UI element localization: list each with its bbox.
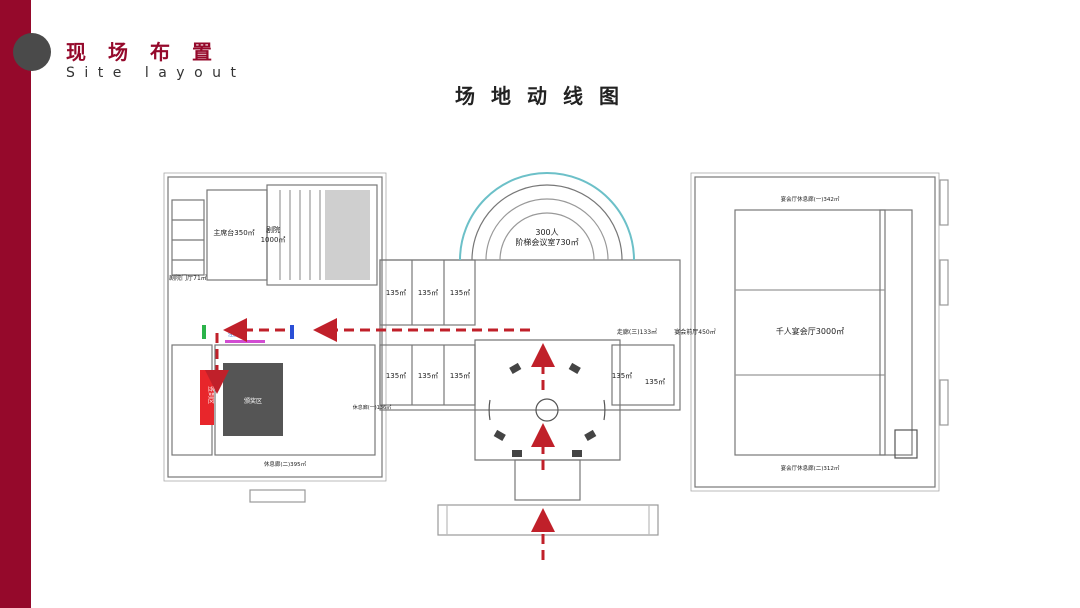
- meeting-room-2-label: 135㎡: [418, 289, 438, 297]
- meeting-room-4-label: 135㎡: [386, 372, 406, 380]
- gift-area-label: 签到区: [207, 386, 215, 404]
- lounge-2-label: 休息廊(二)395㎡: [264, 460, 307, 468]
- desk-marker: [225, 340, 265, 343]
- stair-marker: [290, 325, 294, 339]
- meeting-room-1-label: 135㎡: [386, 289, 406, 297]
- main-stage-label: 主席台350㎡: [213, 228, 254, 237]
- banquet-lounge-2-label: 宴会厅休息廊(二)312㎡: [781, 464, 840, 472]
- auditorium-sub-label: 阶梯会议室730㎡: [515, 237, 578, 247]
- theater-hatch: [325, 190, 370, 280]
- central-outline: [379, 259, 681, 411]
- theater-label: 剧院: [266, 225, 280, 234]
- meeting-room-6-label: 135㎡: [450, 372, 470, 380]
- section-title: 现场布置: [66, 40, 234, 64]
- banquet-hall-room: [734, 209, 886, 456]
- auditorium-label: 300人: [535, 228, 558, 237]
- meeting-room-7-label: 135㎡: [612, 372, 632, 380]
- ceremony-area: [223, 363, 283, 436]
- west-wing-outer: [163, 172, 387, 482]
- north-meeting-block: [379, 259, 476, 326]
- banquet-foyer-label: 宴会前厅450㎡: [674, 328, 715, 336]
- west-steps: [249, 489, 306, 503]
- registration-marker: [202, 325, 206, 339]
- lobby-fountain: [535, 398, 559, 422]
- lobby-outline: [474, 339, 621, 461]
- lounge-1-label: 休息廊(一)136㎡: [353, 404, 391, 411]
- ceremony-area-label: 颁奖区: [244, 397, 262, 405]
- auditorium-arc-outer: [459, 172, 635, 261]
- corridor-label: 走廊(三)133㎡: [617, 328, 657, 336]
- theater-area-label: 1000㎡: [261, 236, 286, 244]
- accent-sidebar: [0, 0, 31, 608]
- east-wing: [690, 172, 949, 492]
- meeting-room-5-label: 135㎡: [418, 372, 438, 380]
- meeting-room-8-label: 135㎡: [645, 378, 665, 386]
- entrance-porch: [514, 459, 581, 501]
- theater-room: [266, 184, 378, 286]
- east-service-rooms: [879, 209, 913, 456]
- floor-plan: 300人 阶梯会议室730㎡ 主席台350㎡ 剧院 1000㎡ 剧院门厅71㎡ …: [163, 172, 949, 560]
- east-wing-outline: [694, 176, 936, 488]
- registration-label: 注册区: [228, 331, 243, 338]
- east-wing-outer: [690, 172, 940, 492]
- west-lower-hall: [214, 344, 376, 456]
- entrance-steps: [437, 504, 659, 536]
- banquet-hall-label: 千人宴会厅3000㎡: [776, 326, 844, 336]
- east-meeting-block: [611, 344, 675, 406]
- header-dot-icon: [13, 33, 51, 71]
- east-stair: [894, 429, 918, 459]
- auditorium-arc: [471, 184, 623, 261]
- section-subtitle: Site layout: [66, 65, 246, 81]
- west-small-rooms: [171, 199, 205, 276]
- lobby-seats: [493, 362, 597, 457]
- theater-lobby-label: 剧院门厅71㎡: [169, 274, 207, 282]
- west-wing-outline: [167, 176, 383, 478]
- west-wing: [163, 172, 387, 503]
- meeting-room-3-label: 135㎡: [450, 289, 470, 297]
- banquet-lounge-1-label: 宴会厅休息廊(一)342㎡: [781, 195, 840, 203]
- central-block: [379, 172, 681, 536]
- diagram-title: 场地动线图: [455, 84, 635, 108]
